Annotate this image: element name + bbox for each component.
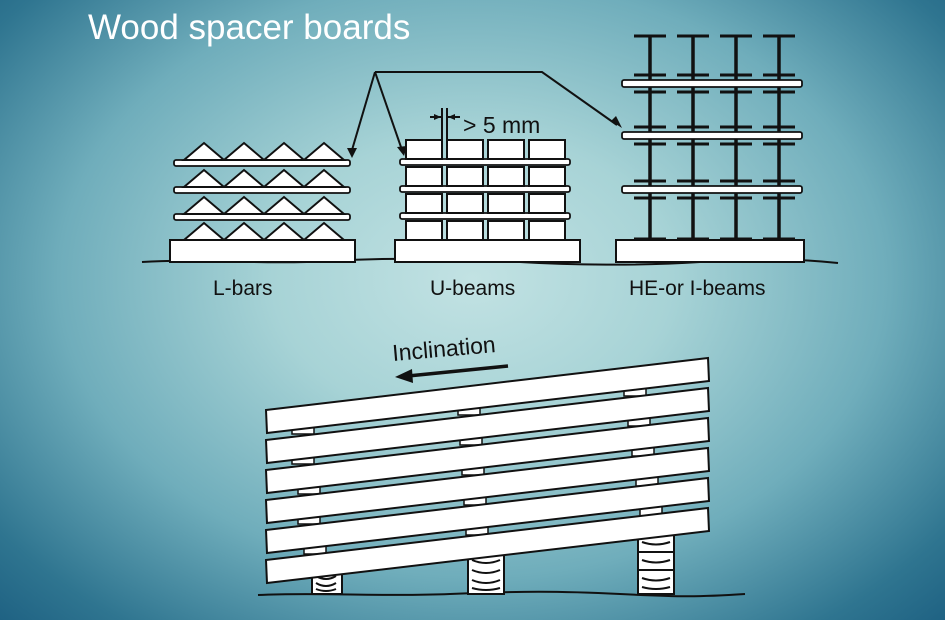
l-bars-base — [169, 239, 356, 263]
gap-dimension — [430, 108, 460, 140]
u-beams-base — [394, 239, 581, 263]
he-beams-label: HE-or I-beams — [629, 277, 766, 300]
support-blocks — [311, 534, 675, 595]
inclination-label: Inclination — [391, 331, 496, 366]
he-beams-stack — [615, 34, 805, 263]
he-beams-flanges — [634, 34, 795, 241]
gap-label: > 5 mm — [463, 112, 540, 138]
u-beams-label: U-beams — [430, 277, 515, 300]
he-beams-base — [615, 239, 805, 263]
l-bars-rows — [173, 141, 351, 241]
inclination-arrow — [395, 364, 509, 383]
u-beams-stack — [394, 108, 581, 263]
l-bars-stack — [169, 141, 356, 263]
u-beams-rows — [399, 139, 571, 241]
pointer-arrows — [347, 71, 622, 158]
l-bars-label: L-bars — [213, 277, 273, 300]
ground-line-bottom — [257, 590, 746, 598]
he-beams-spacers — [621, 79, 803, 194]
diagram-title: Wood spacer boards — [88, 8, 411, 47]
inclined-boards — [264, 356, 711, 585]
